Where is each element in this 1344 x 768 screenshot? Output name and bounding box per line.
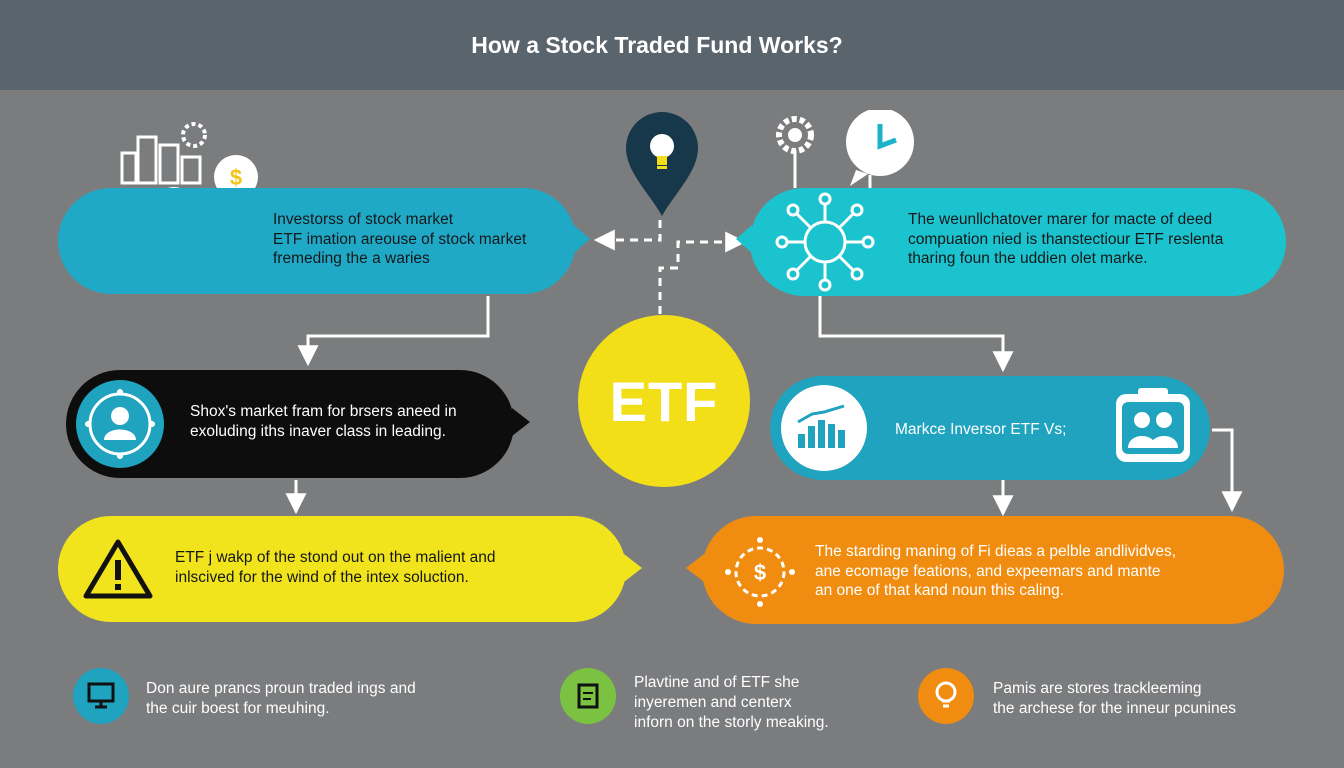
- header-bar: How a Stock Traded Fund Works?: [0, 0, 1344, 90]
- investors-info-text: Investorss of stock market ETF imation a…: [273, 211, 527, 267]
- bar-chart-icon: [781, 385, 867, 471]
- market-computation-text: The weunllchatover marer for macte of de…: [908, 211, 1224, 267]
- warning-icon: [83, 539, 153, 599]
- etf-meaning-text: The starding maning of Fi dieas a pelble…: [815, 543, 1177, 599]
- monitor-icon: [73, 668, 129, 724]
- investors-group-icon: [1116, 388, 1190, 462]
- market-investor-text: Markce Inversor ETF Vs;: [895, 421, 1067, 438]
- page-title: How a Stock Traded Fund Works?: [471, 31, 843, 58]
- network-nodes-icon: [775, 192, 875, 292]
- map-pin-lightbulb-icon: [626, 112, 698, 216]
- svg-text:$: $: [754, 560, 766, 585]
- investor-person-icon: [76, 380, 164, 468]
- etf-solution-text: ETF j wakp of the stond out on the malie…: [175, 549, 496, 586]
- etf-meaning-box: [702, 516, 1284, 624]
- gear-clock-icons: [776, 110, 914, 186]
- footer-item-3-text: Pamis are stores trackleeming the arches…: [993, 680, 1236, 717]
- stock-market-text: Shox's market fram for brsers aneed in e…: [190, 403, 457, 440]
- etf-center-circle: ETF: [578, 315, 750, 487]
- svg-text:$: $: [230, 165, 242, 190]
- lightbulb-icon: [918, 668, 974, 724]
- money-gear-icon: $: [725, 537, 795, 607]
- footer-item-1-text: Don aure prancs proun traded ings and th…: [146, 680, 416, 717]
- market-computation-box: [750, 188, 1286, 296]
- document-icon: [560, 668, 616, 724]
- investors-info-box: [58, 188, 576, 294]
- etf-solution-box: [58, 516, 626, 622]
- etf-center-label: ETF: [609, 369, 719, 433]
- footer-item-2-text: Plavtine and of ETF she inyeremen and ce…: [634, 674, 829, 731]
